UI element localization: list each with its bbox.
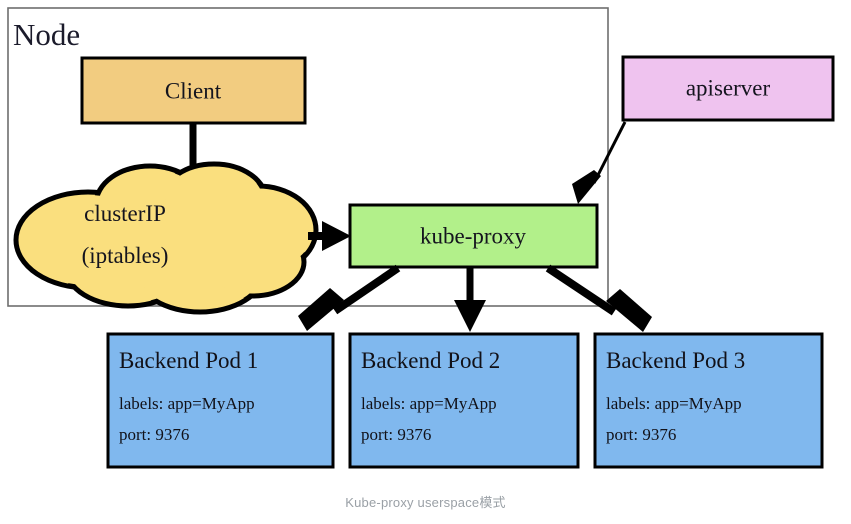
backend-pod-2-labels: labels: app=MyApp — [361, 394, 497, 413]
arrow-kube-proxy-to-pod-3 — [545, 264, 652, 332]
apiserver-box[interactable] — [621, 55, 835, 122]
arrow-kube-proxy-to-pod-2 — [454, 268, 486, 332]
arrow-apiserver-to-kube-proxy — [572, 121, 627, 204]
client-box-label: Client — [165, 78, 222, 103]
diagram-caption: Kube-proxy userspace模式 — [345, 495, 506, 510]
clusterip-cloud-line1: clusterIP — [84, 201, 166, 226]
node-group-label: Node — [13, 17, 80, 52]
clusterip-cloud-line2: (iptables) — [82, 243, 169, 268]
backend-pod-1-labels: labels: app=MyApp — [119, 394, 255, 413]
backend-pod-3[interactable]: Backend Pod 3 labels: app=MyApp port: 93… — [593, 332, 824, 469]
kube-proxy-box-label: kube-proxy — [420, 223, 527, 248]
backend-pod-2-port: port: 9376 — [361, 425, 431, 444]
backend-pod-2-box[interactable] — [348, 332, 580, 469]
backend-pod-1-box[interactable] — [106, 332, 335, 469]
kube-proxy-box[interactable] — [348, 203, 599, 269]
arrow-kube-proxy-to-pod-1 — [298, 264, 401, 331]
backend-pod-2-title: Backend Pod 2 — [361, 348, 500, 373]
backend-pod-1-title: Backend Pod 1 — [119, 348, 258, 373]
backend-pod-3-labels: labels: app=MyApp — [606, 394, 742, 413]
backend-pod-2[interactable]: Backend Pod 2 labels: app=MyApp port: 93… — [348, 332, 580, 469]
backend-pod-3-title: Backend Pod 3 — [606, 348, 745, 373]
backend-pod-3-port: port: 9376 — [606, 425, 676, 444]
apiserver-box-label: apiserver — [686, 75, 771, 100]
arrow-clusterip-to-kube-proxy — [308, 221, 351, 251]
backend-pod-1-port: port: 9376 — [119, 425, 189, 444]
backend-pod-3-box[interactable] — [593, 332, 824, 469]
backend-pod-1[interactable]: Backend Pod 1 labels: app=MyApp port: 93… — [106, 332, 335, 469]
clusterip-cloud[interactable]: clusterIP (iptables) — [13, 161, 319, 315]
